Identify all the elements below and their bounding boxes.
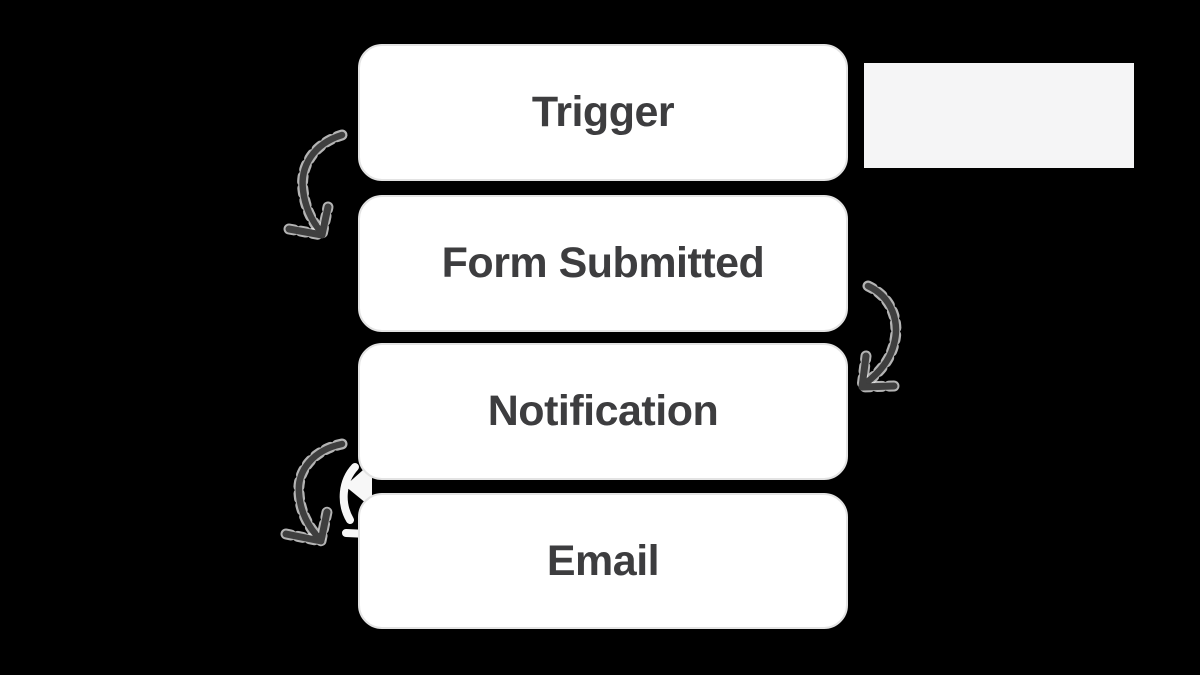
node-email: Email — [358, 493, 848, 629]
arrow-form-submitted-to-notification — [856, 280, 902, 393]
arrow-trigger-to-form-submitted — [283, 129, 348, 241]
node-notification: Notification — [358, 343, 848, 480]
node-form-submitted: Form Submitted — [358, 195, 848, 332]
arrow-notification-to-email — [280, 438, 348, 547]
node-trigger: Trigger — [358, 44, 848, 181]
node-trigger-label: Trigger — [531, 88, 675, 136]
background-panel-fragment — [864, 63, 1134, 168]
node-notification-label: Notification — [487, 387, 719, 435]
node-form-submitted-label: Form Submitted — [441, 239, 765, 287]
node-email-label: Email — [546, 536, 660, 585]
